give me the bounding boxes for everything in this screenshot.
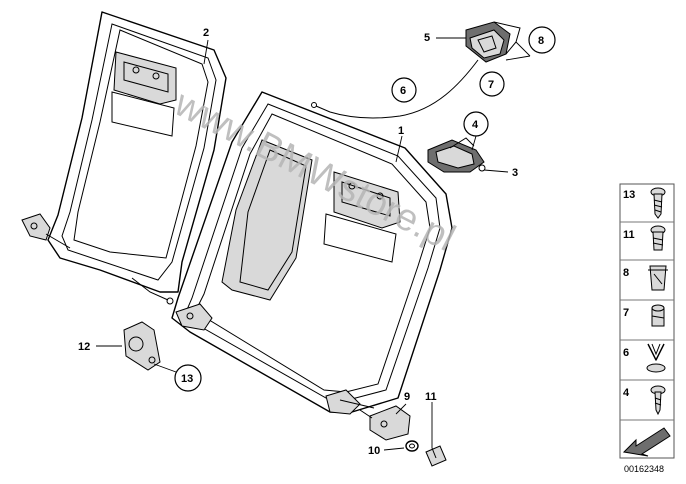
hinge-bracket-9[interactable] [359,405,411,441]
callout-9: 9 [404,391,410,403]
callout-11: 11 [425,391,437,403]
legend-label-4: 4 [623,387,630,399]
direction-arrow-icon [622,427,671,457]
clip-nut-8-icon [648,265,668,291]
callout-5: 5 [424,32,430,44]
callout-1: 1 [398,125,404,137]
callout-10: 10 [368,445,380,457]
callout-13: 13 [181,373,193,385]
bolt-11[interactable] [425,445,447,467]
legend-label-8: 8 [623,267,629,279]
catalog-number: 00162348 [624,464,664,474]
leader-lines [96,37,531,451]
release-lever[interactable] [427,137,486,173]
cap-7-icon [651,304,665,327]
legend-label-11: 11 [623,229,635,241]
screw-13-icon [650,187,666,219]
legend-label-13: 13 [623,189,635,201]
callout-3: 3 [512,167,518,179]
callout-2: 2 [203,27,209,39]
callout-6: 6 [400,85,406,97]
backrest-frame-small[interactable] [21,11,227,305]
bowden-cable[interactable] [311,59,479,119]
backrest-frame-large[interactable] [171,91,453,415]
callout-13-circle [174,364,202,392]
callout-8: 8 [538,35,544,47]
parts-legend: 13 11 8 7 6 [619,183,675,459]
callout-6-circle [391,77,417,103]
callout-8-circle [528,26,556,54]
bracket-12[interactable] [123,321,161,371]
callout-7-circle [479,71,505,97]
callout-4: 4 [472,119,479,131]
callout-7: 7 [488,79,494,91]
legend-label-6: 6 [623,347,629,359]
washer-10[interactable] [405,440,419,452]
bolt-11-icon [650,225,666,251]
screw-4-icon [650,385,666,416]
callout-12: 12 [78,341,90,353]
spring-clip-6-icon [646,343,666,373]
legend-label-7: 7 [623,307,629,319]
lock-assembly[interactable] [465,21,521,63]
callout-4-circle [463,111,489,137]
